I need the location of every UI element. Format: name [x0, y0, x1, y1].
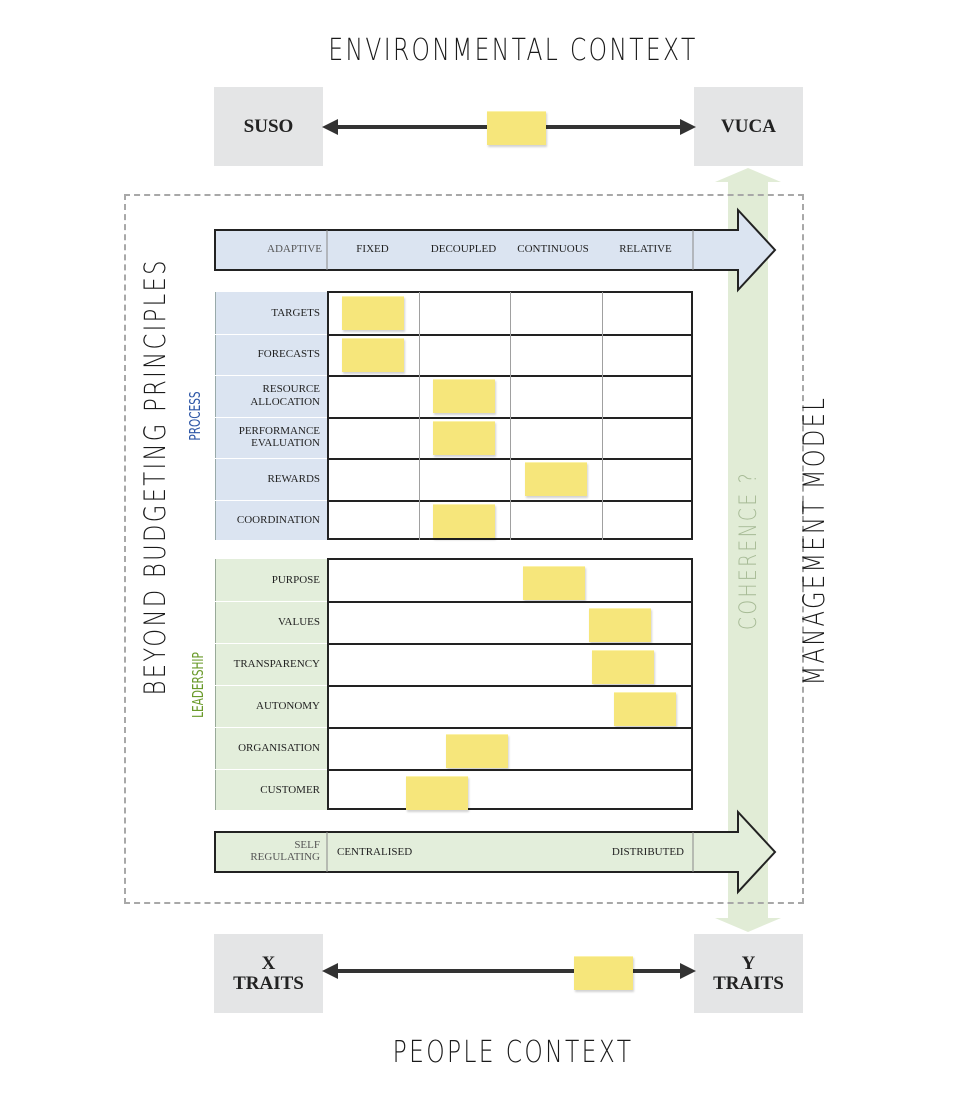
adaptive-label: ADAPTIVE	[267, 243, 322, 255]
people-context-title: PEOPLE CONTEXT	[392, 1035, 634, 1070]
x-traits-line2: TRAITS	[233, 972, 304, 994]
leadership-sticky-note[interactable]	[614, 692, 677, 726]
environmental-context-title: ENVIRONMENTAL CONTEXT	[328, 33, 698, 68]
process-label-divider	[215, 416, 327, 418]
process-row-label: COORDINATION	[215, 500, 320, 542]
y-traits-line1: Y	[741, 952, 756, 974]
leadership-sticky-note[interactable]	[405, 776, 468, 810]
leadership-row-divider	[327, 727, 693, 729]
process-label-panel	[215, 292, 329, 540]
process-row-label: REWARDS	[215, 458, 320, 500]
leadership-label-divider	[215, 643, 327, 644]
people-position-sticky-note[interactable]	[574, 956, 633, 990]
column-label-continuous: CONTINUOUS	[517, 243, 589, 255]
leadership-label-divider	[215, 601, 327, 602]
leadership-row-label: TRANSPARENCY	[233, 657, 320, 670]
process-row-label-line1: FORECASTS	[257, 348, 320, 361]
leadership-row-divider	[327, 685, 693, 687]
process-row-label-line1: REWARDS	[267, 472, 320, 485]
leadership-row-divider	[327, 601, 693, 603]
self-regulating-label: SELF REGULATING	[240, 839, 320, 863]
suso-box: SUSO	[214, 87, 323, 166]
x-traits-line1: X	[261, 952, 276, 974]
distributed-label: DISTRIBUTED	[611, 846, 684, 858]
process-column-divider	[601, 292, 603, 540]
process-row-label-line1: COORDINATION	[236, 514, 320, 527]
column-label-decoupled: DECOUPLED	[430, 243, 497, 255]
leadership-sticky-note[interactable]	[446, 734, 509, 768]
x-traits-box: X TRAITS	[214, 934, 323, 1013]
leadership-label-panel	[215, 559, 329, 810]
process-row-label: FORECASTS	[215, 334, 320, 376]
process-sticky-note[interactable]	[341, 296, 404, 330]
process-sticky-note[interactable]	[341, 337, 404, 372]
y-traits-line2: TRAITS	[713, 972, 784, 994]
leadership-sticky-note[interactable]	[592, 650, 655, 684]
column-label-relative: RELATIVE	[619, 243, 672, 255]
process-label-divider	[215, 375, 327, 376]
leadership-sticky-note[interactable]	[522, 566, 585, 600]
process-label-divider	[215, 333, 327, 335]
leadership-row-label: ORGANISATION	[238, 741, 320, 754]
suso-label: SUSO	[243, 115, 294, 137]
leadership-label-divider	[215, 685, 327, 686]
self-regulating-line2: REGULATING	[250, 851, 320, 864]
process-sticky-note[interactable]	[433, 379, 496, 413]
process-row-label: TARGETS	[215, 292, 320, 334]
y-traits-box: Y TRAITS	[694, 934, 803, 1013]
column-label-fixed: FIXED	[356, 243, 389, 255]
process-sticky-note[interactable]	[433, 503, 496, 538]
environment-position-sticky-note[interactable]	[486, 111, 546, 145]
process-sticky-note[interactable]	[524, 462, 587, 496]
process-sticky-note[interactable]	[433, 420, 496, 455]
leadership-grid	[327, 558, 693, 810]
management-model-boundary	[124, 194, 804, 904]
coherence-double-arrow	[715, 168, 781, 932]
vuca-box: VUCA	[694, 87, 803, 166]
leadership-sticky-note[interactable]	[588, 608, 651, 642]
process-row-label-line1: TARGETS	[271, 306, 320, 319]
process-row-label-line2: EVALUATION	[251, 437, 320, 450]
leadership-row-divider	[327, 643, 693, 645]
process-row-label-line1: PERFORMANCE	[238, 424, 320, 437]
leadership-row-label: VALUES	[278, 615, 320, 628]
process-column-divider	[510, 292, 511, 540]
process-column-divider	[418, 292, 420, 540]
leadership-label-divider	[215, 769, 327, 770]
process-label-divider	[215, 499, 327, 501]
leadership-label-divider	[215, 727, 327, 728]
leadership-row-divider	[327, 769, 693, 771]
process-row-label-line1: RESOURCE	[262, 383, 320, 396]
leadership-row-label: PURPOSE	[271, 573, 320, 586]
leadership-row-label: CUSTOMER	[260, 783, 320, 796]
self-regulating-line1: SELF	[294, 839, 320, 851]
process-row-label-line2: ALLOCATION	[250, 395, 320, 408]
process-label-divider	[215, 458, 327, 459]
centralised-label: CENTRALISED	[337, 846, 413, 858]
vuca-label: VUCA	[721, 115, 776, 137]
leadership-row-label: AUTONOMY	[256, 699, 320, 712]
